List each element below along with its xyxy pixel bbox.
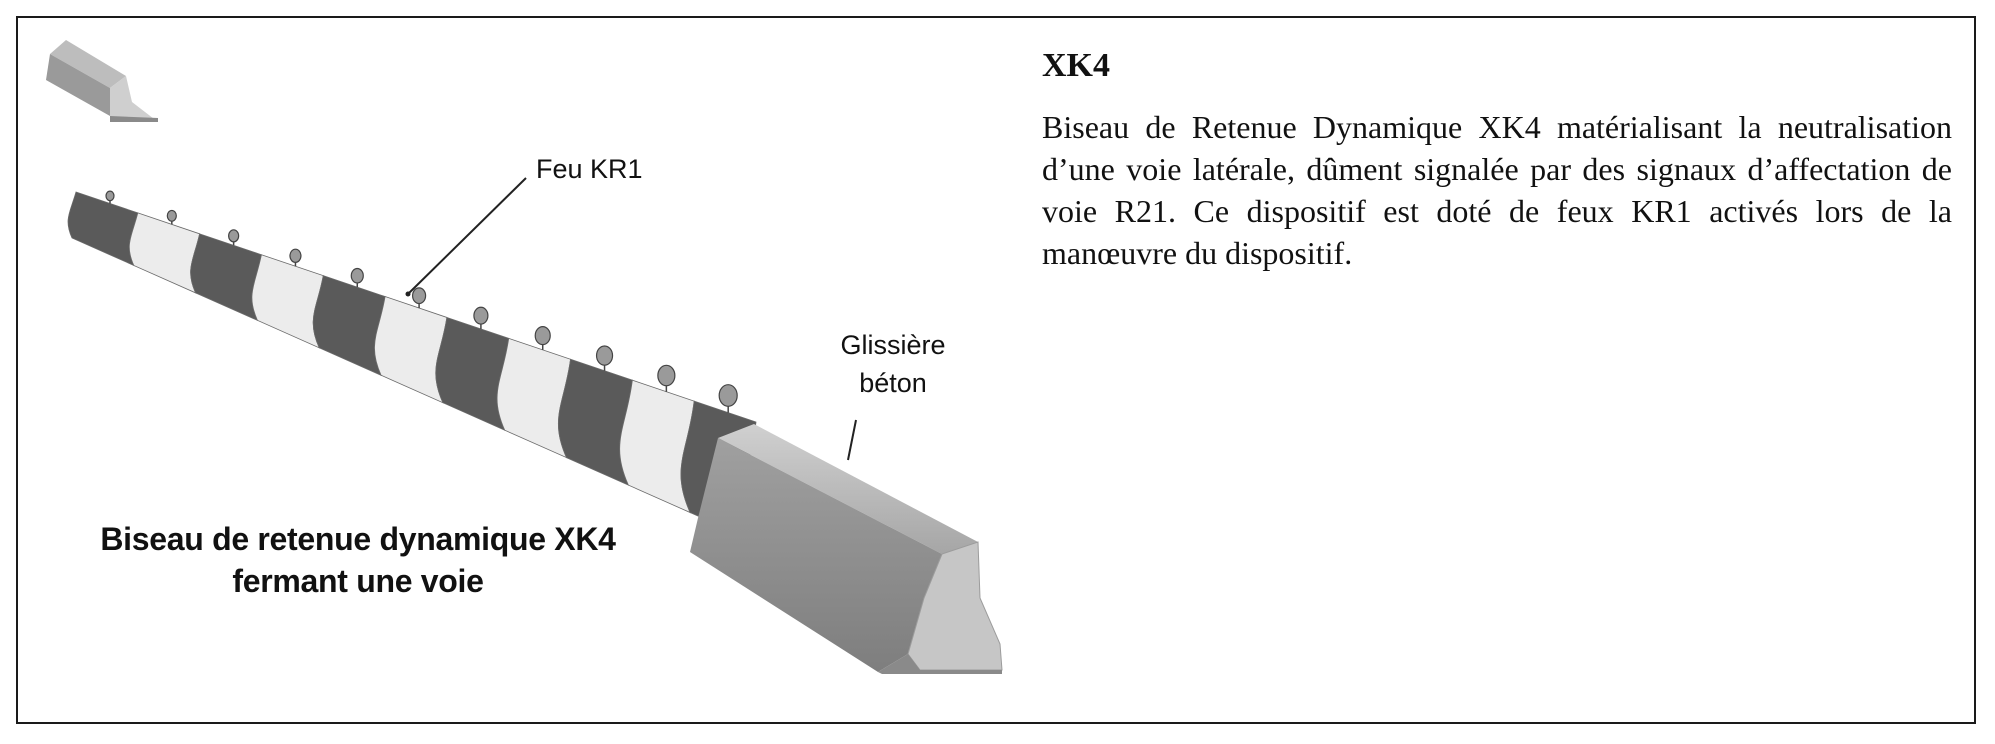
- bevel-segment: [374, 296, 448, 404]
- glissiere-callout-line: [847, 419, 857, 461]
- glissiere-beton-label: Glissière béton: [818, 326, 968, 402]
- kr1-lamp: [534, 326, 551, 346]
- caption-line2: fermant une voie: [232, 563, 484, 599]
- caption-line1: Biseau de retenue dynamique XK4: [100, 521, 616, 557]
- callout-anchor-dot: [405, 291, 411, 297]
- kr1-lamps: [105, 190, 738, 413]
- figure-frame: Feu KR1 Glissière béton Biseau de retenu…: [16, 16, 1976, 724]
- bevel-segment: [496, 337, 571, 459]
- kr1-lamp: [289, 248, 302, 263]
- bevel-segment: [558, 358, 633, 486]
- bevel-segment: [435, 316, 510, 431]
- feu-kr1-callout-line: [407, 177, 527, 295]
- panel-body: Biseau de Retenue Dynamique XK4 matérial…: [1042, 109, 1952, 271]
- xk4-drawing: [46, 40, 1003, 674]
- kr1-lamp: [595, 345, 614, 366]
- bevel-segment: [251, 254, 324, 349]
- bevel-segment: [190, 233, 262, 322]
- xk4-illustration: Feu KR1 Glissière béton Biseau de retenu…: [18, 18, 1038, 722]
- bevel-segment: [67, 191, 139, 267]
- distant-barrier-block: [46, 40, 158, 122]
- bevel-segment: [128, 212, 201, 294]
- illustration-caption: Biseau de retenue dynamique XK4 fermant …: [68, 518, 648, 602]
- kr1-lamp: [718, 384, 738, 407]
- panel-title: XK4: [1042, 47, 1110, 84]
- concrete-barrier: [690, 424, 1003, 674]
- kr1-lamp: [411, 287, 427, 305]
- kr1-lamp: [350, 267, 364, 284]
- kr1-lamp: [473, 306, 489, 325]
- glissiere-label-line1: Glissière: [840, 330, 946, 360]
- bevel-segments: [67, 191, 757, 541]
- kr1-lamp: [166, 209, 177, 222]
- kr1-lamp: [105, 190, 115, 202]
- glissiere-label-line2: béton: [859, 368, 927, 398]
- bevel-segment: [312, 275, 386, 377]
- kr1-lamp: [228, 229, 240, 243]
- description-panel: XK4 Biseau de Retenue Dynamique XK4 maté…: [1042, 44, 1952, 274]
- feu-kr1-label: Feu KR1: [536, 154, 643, 184]
- kr1-lamp: [657, 364, 676, 387]
